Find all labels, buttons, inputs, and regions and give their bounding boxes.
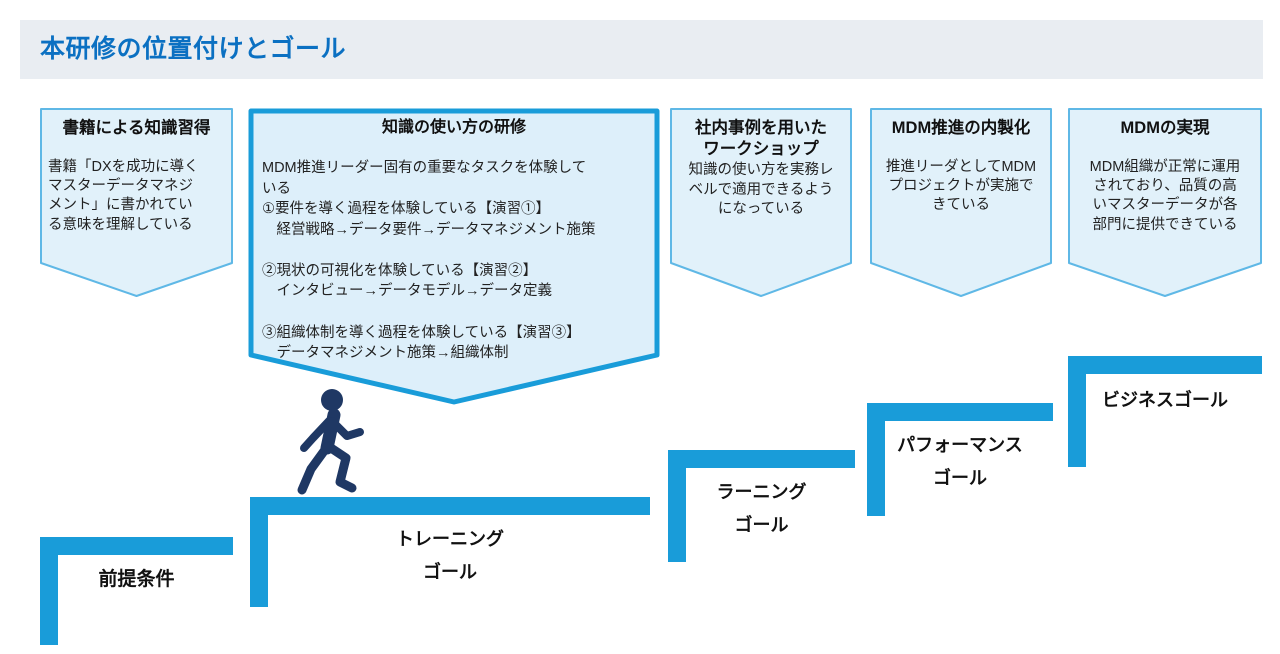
chevron-down-shape [248, 108, 660, 405]
chevron-down-shape [1068, 108, 1262, 297]
phase-header: 書籍による知識習得 [62, 119, 211, 137]
phase-body: 知識の使い方を実務レ ベルで適用できるよう になっている [688, 162, 834, 218]
step-riser [1068, 356, 1086, 467]
step-prerequisite: 前提条件 [40, 537, 233, 645]
walking-person-icon [292, 387, 368, 499]
phase-content: 知識の使い方の研修 MDM推進リーダー固有の重要なタスクを体験して いる ①要件… [248, 108, 660, 364]
phase-box-workshop: 社内事例を用いた ワークショップ 知識の使い方を実務レ ベルで適用できるよう に… [670, 108, 852, 298]
phase-header: 知識の使い方の研修 [381, 119, 526, 136]
step-label: ビジネスゴール [1102, 390, 1228, 410]
chevron-down-shape [40, 108, 233, 297]
step-riser [250, 497, 268, 607]
phase-header: MDMの実現 [1120, 119, 1210, 137]
phase-content: 書籍による知識習得 書籍「DXを成功に導く マスターデータマネジ メント」に書か… [40, 108, 233, 235]
title-bar: 本研修の位置付けとゴール [20, 20, 1263, 79]
step-learning-goal: ラーニング ゴール [668, 450, 855, 562]
page-title: 本研修の位置付けとゴール [40, 35, 347, 63]
step-tread [250, 497, 650, 515]
step-performance-goal: パフォーマンス ゴール [867, 403, 1053, 516]
phase-box-mdm-realization: MDMの実現 MDM組織が正常に運用 されており、品質の高 いマスターデータが各… [1068, 108, 1262, 298]
step-riser [668, 450, 686, 562]
chevron-down-shape [870, 108, 1052, 297]
step-tread [867, 403, 1053, 421]
phase-box-book-study: 書籍による知識習得 書籍「DXを成功に導く マスターデータマネジ メント」に書か… [40, 108, 233, 298]
step-business-goal: ビジネスゴール [1068, 356, 1262, 467]
phase-content: MDMの実現 MDM組織が正常に運用 されており、品質の高 いマスターデータが各… [1068, 108, 1262, 235]
phase-box-mdm-insourcing: MDM推進の内製化 推進リーダとしてMDM プロジェクトが実施で きている [870, 108, 1052, 298]
step-label: トレーニング ゴール [396, 529, 504, 582]
phase-body: 書籍「DXを成功に導く マスターデータマネジ メント」に書かれてい る意味を理解… [48, 158, 199, 233]
chevron-down-shape [670, 108, 852, 297]
step-tread [1068, 356, 1262, 374]
phase-box-knowledge-training: 知識の使い方の研修 MDM推進リーダー固有の重要なタスクを体験して いる ①要件… [248, 108, 660, 406]
phase-body: MDM組織が正常に運用 されており、品質の高 いマスターデータが各 部門に提供で… [1089, 158, 1241, 233]
step-label: ラーニング ゴール [716, 482, 807, 535]
phase-body: MDM推進リーダー固有の重要なタスクを体験して いる ①要件を導く過程を体験して… [262, 160, 596, 362]
phase-content: 社内事例を用いた ワークショップ 知識の使い方を実務レ ベルで適用できるよう に… [670, 108, 852, 220]
step-label: 前提条件 [98, 569, 175, 590]
step-label: パフォーマンス ゴール [897, 435, 1023, 488]
phase-body: 推進リーダとしてMDM プロジェクトが実施で きている [885, 158, 1037, 214]
step-tread [40, 537, 233, 555]
step-training-goal: トレーニング ゴール [250, 497, 650, 607]
phase-header: MDM推進の内製化 [891, 119, 1031, 137]
step-riser [867, 403, 885, 516]
step-riser [40, 537, 58, 645]
phase-header: 社内事例を用いた ワークショップ [695, 119, 827, 158]
step-tread [668, 450, 855, 468]
phase-content: MDM推進の内製化 推進リーダとしてMDM プロジェクトが実施で きている [870, 108, 1052, 216]
